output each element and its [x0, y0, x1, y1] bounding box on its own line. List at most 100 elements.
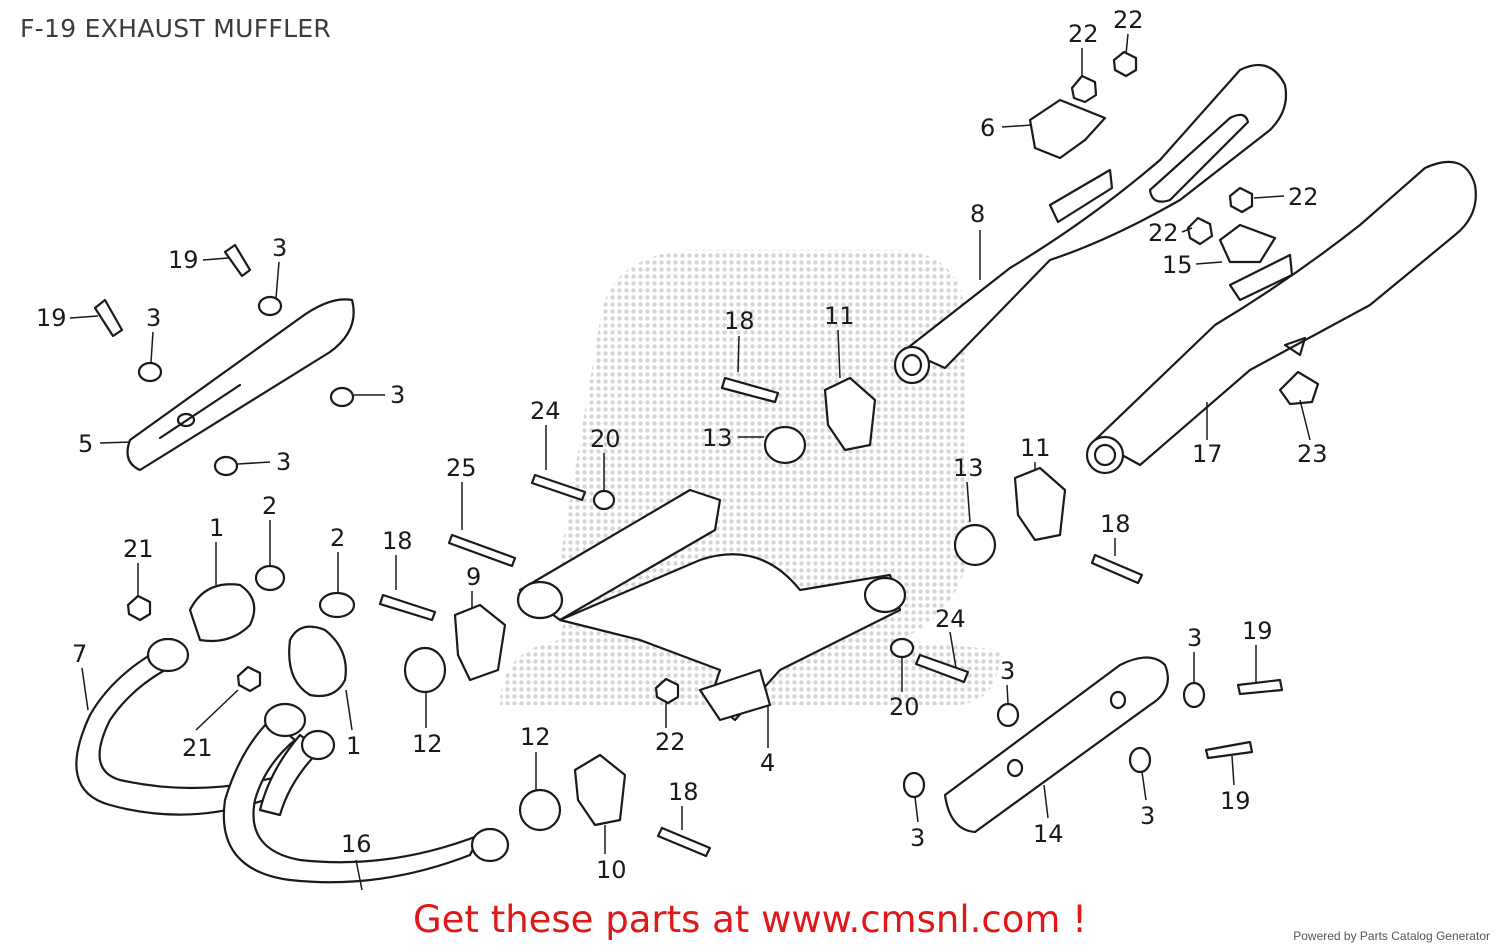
heat-shield-right — [943, 656, 1169, 834]
bolt-19-c — [1236, 678, 1284, 696]
callout-labels: 22 22 6 8 22 22 15 17 23 19 3 19 3 3 5 3… — [36, 6, 1328, 884]
callout-label: 24 — [935, 605, 966, 633]
callout-label: 18 — [382, 527, 413, 555]
callout-label: 25 — [446, 454, 477, 482]
washer-3-h — [902, 771, 926, 799]
nut-22-d — [1186, 216, 1214, 246]
bolt-18-b — [378, 593, 437, 622]
bolt-18-d — [656, 826, 712, 858]
washer-3-e — [996, 702, 1020, 728]
callout-label: 22 — [655, 728, 686, 756]
callout-label: 3 — [910, 824, 925, 852]
bolt-25 — [447, 533, 517, 568]
callout-label: 3 — [1187, 624, 1202, 652]
callout-label: 8 — [970, 200, 985, 228]
callout-label: 16 — [341, 830, 372, 858]
washer-3-c — [329, 386, 355, 408]
exhaust-chamber-4 — [516, 488, 907, 722]
callout-label: 20 — [889, 693, 920, 721]
bolt-19-b — [93, 298, 124, 338]
bolt-18-a — [720, 376, 780, 404]
callout-label: 2 — [330, 524, 345, 552]
callout-label: 2 — [262, 492, 277, 520]
washer-20-a — [592, 489, 616, 511]
bolt-19-d — [1204, 740, 1254, 760]
callout-label: 15 — [1162, 251, 1193, 279]
callout-label: 7 — [72, 640, 87, 668]
nut-21-b — [236, 665, 262, 693]
callout-label: 11 — [824, 302, 855, 330]
callout-label: 23 — [1297, 440, 1328, 468]
nut-22-e — [654, 677, 680, 705]
callout-label: 22 — [1288, 183, 1319, 211]
callout-label: 11 — [1020, 434, 1051, 462]
diagram-title: F-19 EXHAUST MUFFLER — [20, 14, 332, 43]
bracket-15 — [1218, 223, 1277, 264]
callout-label: 19 — [1242, 617, 1273, 645]
callout-label: 12 — [520, 723, 551, 751]
callout-label: 20 — [590, 425, 621, 453]
nut-23 — [1278, 370, 1320, 406]
flange-1-b — [288, 625, 347, 698]
collar-12-b — [518, 788, 562, 832]
callout-label: 17 — [1192, 440, 1223, 468]
exhaust-pipe-16 — [222, 702, 510, 884]
callout-label: 4 — [760, 749, 775, 777]
washer-3-a — [257, 295, 283, 317]
washer-3-d — [213, 455, 239, 477]
callout-label: 3 — [146, 304, 161, 332]
clamp-11-b — [1013, 466, 1067, 542]
callout-label: 14 — [1033, 820, 1064, 848]
callout-label: 13 — [953, 454, 984, 482]
callout-label: 3 — [1000, 657, 1015, 685]
promo-link[interactable]: Get these parts at www.cmsnl.com ! — [412, 898, 1087, 941]
callout-label: 5 — [78, 430, 93, 458]
collar-12-a — [403, 646, 447, 694]
callout-label: 1 — [346, 732, 361, 760]
callout-label: 3 — [276, 448, 291, 476]
heat-shield-left — [126, 298, 355, 472]
callout-label: 19 — [36, 304, 67, 332]
collar-13-b — [953, 523, 997, 567]
clamp-10 — [573, 753, 627, 827]
callout-label: 9 — [466, 563, 481, 591]
washer-3-b — [137, 361, 163, 383]
callout-label: 18 — [724, 307, 755, 335]
bolt-19-a — [223, 243, 252, 278]
nut-22-b — [1112, 50, 1138, 78]
callout-label: 10 — [596, 856, 627, 884]
bolt-24-b — [914, 653, 970, 684]
nut-22-a — [1070, 74, 1098, 104]
callout-label: 3 — [390, 381, 405, 409]
nut-22-c — [1228, 186, 1254, 214]
callout-label: 3 — [1140, 802, 1155, 830]
callout-label: 12 — [412, 730, 443, 758]
callout-label: 22 — [1113, 6, 1144, 34]
bracket-6 — [1028, 98, 1107, 160]
gasket-2-b — [318, 591, 356, 619]
washer-20-b — [889, 637, 915, 659]
callout-label: 24 — [530, 397, 561, 425]
generator-credit: Powered by Parts Catalog Generator — [1293, 929, 1490, 943]
clamp-9 — [453, 603, 507, 682]
callout-label: 21 — [182, 734, 213, 762]
muffler-upper — [893, 63, 1288, 385]
callout-label: 19 — [1220, 787, 1251, 815]
leader-lines — [69, 33, 1311, 891]
bolt-18-c — [1090, 553, 1144, 585]
callout-label: 1 — [209, 514, 224, 542]
callout-label: 6 — [980, 114, 995, 142]
callout-label: 21 — [123, 535, 154, 563]
gasket-2-a — [254, 564, 286, 592]
callout-label: 22 — [1148, 219, 1179, 247]
muffler-lower — [1085, 160, 1477, 475]
callout-label: 13 — [702, 424, 733, 452]
callout-label: 3 — [272, 234, 287, 262]
bolt-24-a — [530, 473, 587, 502]
collar-13-a — [763, 425, 807, 465]
callout-label: 22 — [1068, 20, 1099, 48]
callout-label: 18 — [1100, 510, 1131, 538]
washer-3-g — [1128, 746, 1152, 774]
flange-1-a — [188, 583, 256, 643]
